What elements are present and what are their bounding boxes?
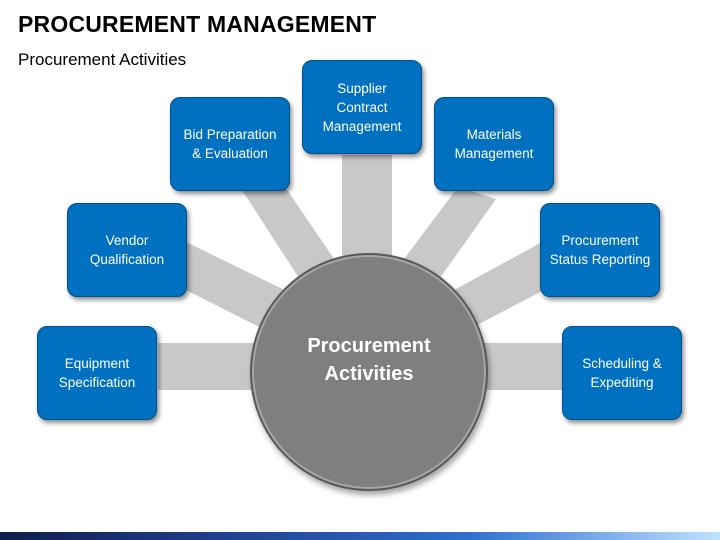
node-label: Supplier Contract Management [322, 80, 402, 134]
node-label: Bid Preparation & Evaluation [183, 127, 277, 161]
page-subtitle: Procurement Activities [18, 50, 187, 69]
node-procurement-status-reporting: Procurement Status Reporting [540, 203, 660, 297]
node-scheduling-expediting: Scheduling & Expediting [562, 326, 682, 420]
connector-supplier-contract [342, 155, 392, 270]
node-label: Scheduling & Expediting [582, 356, 662, 390]
node-bid-preparation-evaluation: Bid Preparation & Evaluation [170, 97, 290, 191]
node-label: Materials Management [454, 127, 534, 161]
node-materials-management: Materials Management [434, 97, 554, 191]
page-title: PROCUREMENT MANAGEMENT [18, 11, 377, 37]
node-vendor-qualification: Vendor Qualification [67, 203, 187, 297]
node-label: Procurement Status Reporting [549, 233, 651, 267]
node-supplier-contract-management: Supplier Contract Management [302, 60, 422, 154]
footer-bar [0, 532, 720, 540]
hub-circle: Procurement Activities [250, 253, 488, 491]
hub-label: Procurement Activities [307, 335, 431, 385]
node-label: Vendor Qualification [89, 233, 165, 267]
node-equipment-specification: Equipment Specification [37, 326, 157, 420]
node-label: Equipment Specification [58, 356, 136, 390]
